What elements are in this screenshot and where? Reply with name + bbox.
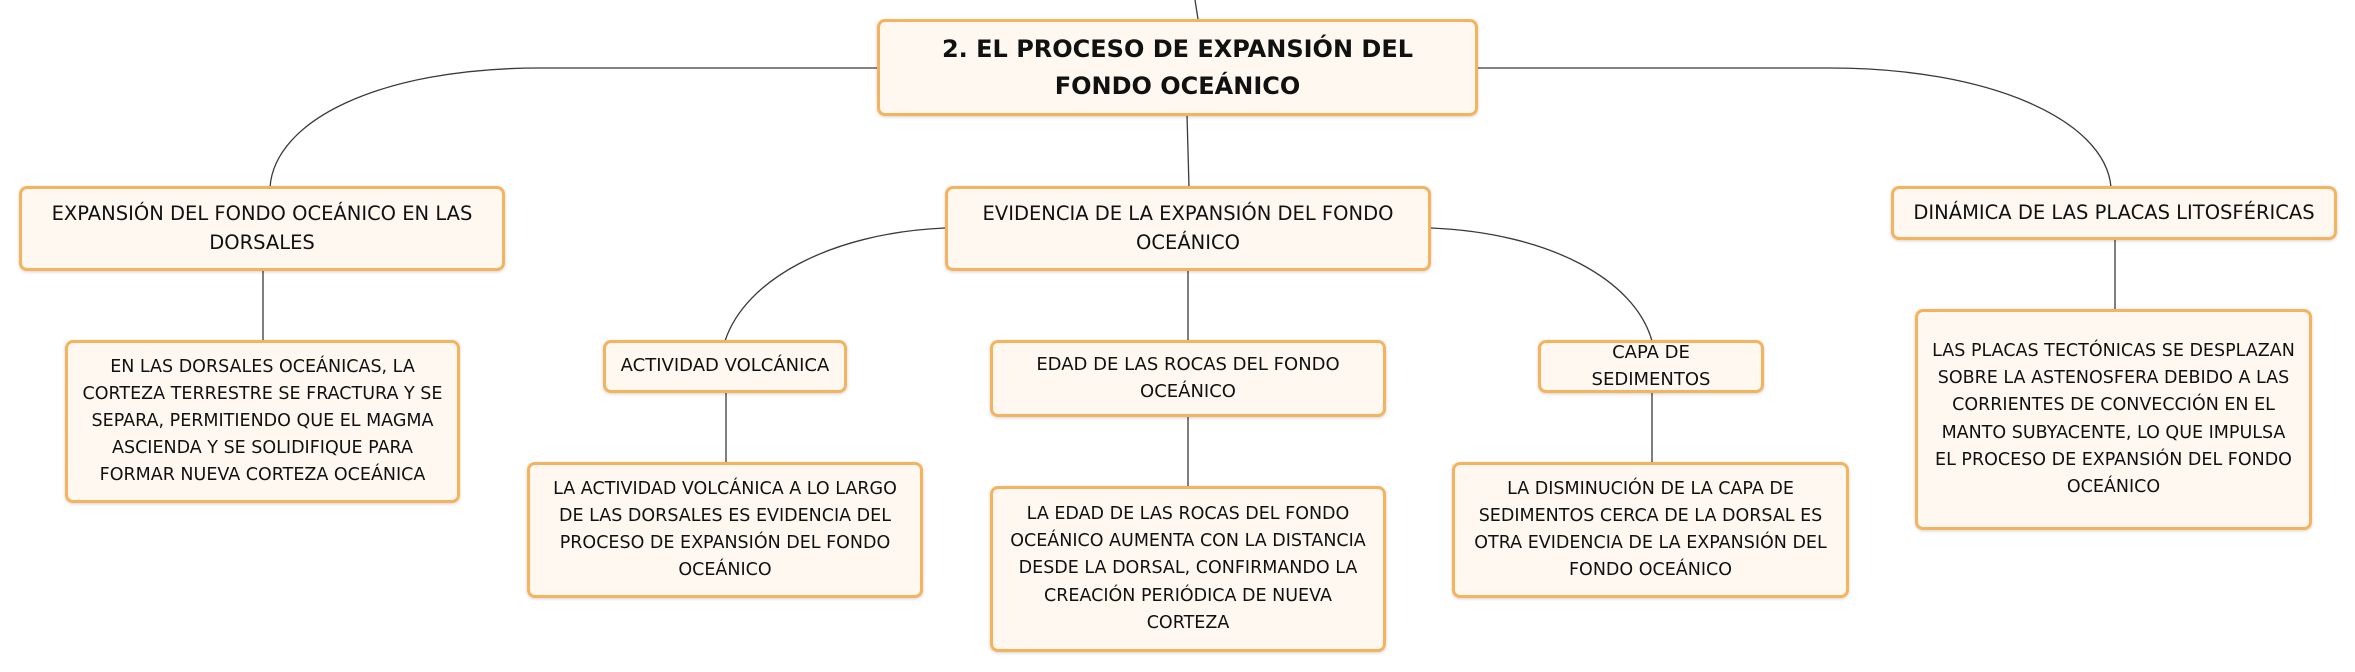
subtopic-sedimentos-node[interactable]: CAPA DE SEDIMENTOS (1538, 340, 1764, 393)
connector-evidencia-to-sedimentos (1430, 227, 1653, 342)
topic-evidencia-node[interactable]: EVIDENCIA DE LA EXPANSIÓN DEL FONDO OCEÁ… (945, 186, 1431, 271)
connector-parent-to-root (1194, 0, 1199, 20)
connector-root-to-evidencia (1186, 114, 1190, 188)
detail-sedimentos-node[interactable]: LA DISMINUCIÓN DE LA CAPA DE SEDIMENTOS … (1452, 462, 1849, 598)
subtopic-edad-node[interactable]: EDAD DE LAS ROCAS DEL FONDO OCEÁNICO (990, 340, 1386, 417)
subtopic-volcanica-node[interactable]: ACTIVIDAD VOLCÁNICA (603, 340, 847, 393)
root-topic-node[interactable]: 2. EL PROCESO DE EXPANSIÓN DEL FONDO OCE… (877, 19, 1478, 116)
topic-dorsales-node[interactable]: EXPANSIÓN DEL FONDO OCEÁNICO EN LAS DORS… (19, 186, 505, 271)
topic-dinamica-node[interactable]: DINÁMICA DE LAS PLACAS LITOSFÉRICAS (1891, 186, 2337, 240)
detail-dorsales-node[interactable]: EN LAS DORSALES OCEÁNICAS, LA CORTEZA TE… (65, 340, 460, 503)
connector-root-to-dinamica (1478, 67, 2112, 188)
detail-edad-node[interactable]: LA EDAD DE LAS ROCAS DEL FONDO OCEÁNICO … (990, 486, 1386, 652)
connector-root-to-dorsales (269, 67, 877, 188)
connector-evidencia-to-volcanica (724, 227, 946, 342)
detail-volcanica-node[interactable]: LA ACTIVIDAD VOLCÁNICA A LO LARGO DE LAS… (527, 462, 923, 598)
detail-dinamica-node[interactable]: LAS PLACAS TECTÓNICAS SE DESPLAZAN SOBRE… (1915, 309, 2312, 530)
